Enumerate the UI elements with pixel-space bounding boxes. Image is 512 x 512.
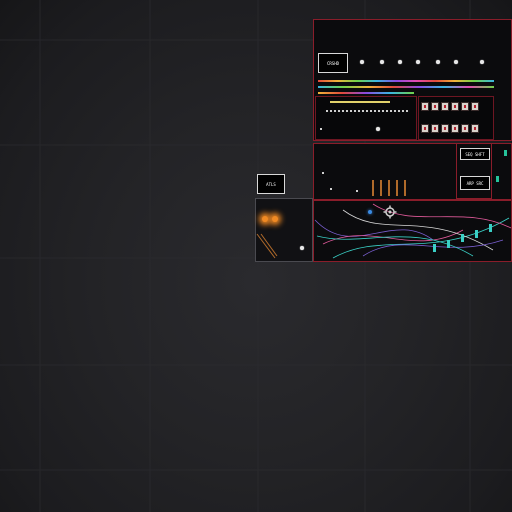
node-a: [322, 172, 324, 174]
glow-light-icon: [272, 216, 278, 222]
knob-3[interactable]: [398, 60, 402, 64]
submodule-node: [320, 128, 322, 130]
status-led-blue: [368, 210, 372, 214]
color-strip-row-3: [318, 92, 414, 94]
level-bar-5: [404, 180, 406, 196]
pad-3[interactable]: [441, 102, 449, 111]
knob-4[interactable]: [416, 60, 420, 64]
submodule-strip-a: [330, 101, 390, 103]
pad-1[interactable]: [421, 102, 429, 111]
pad-7[interactable]: [421, 124, 429, 133]
patch-cables: [314, 203, 512, 259]
node-c: [356, 190, 358, 192]
module-title-arp-src: ARP SRC: [460, 176, 490, 190]
submodule-knob[interactable]: [376, 127, 380, 131]
node-b: [330, 188, 332, 190]
knob-2[interactable]: [380, 60, 384, 64]
level-bar-2: [380, 180, 382, 196]
module-title-crshd: CRSHD: [318, 53, 348, 73]
pad-4[interactable]: [451, 102, 459, 111]
side-rack-ladder: [256, 233, 278, 259]
synth-submodule-left[interactable]: [315, 96, 417, 140]
knob-7[interactable]: [480, 60, 484, 64]
teal-fader-1[interactable]: [496, 176, 499, 182]
pad-9[interactable]: [441, 124, 449, 133]
teal-fader-2[interactable]: [504, 150, 507, 156]
pad-10[interactable]: [451, 124, 459, 133]
pad-6[interactable]: [471, 102, 479, 111]
side-rack-knob[interactable]: [300, 246, 304, 250]
gear-icon[interactable]: [383, 205, 397, 219]
module-title-atls: ATLS: [257, 174, 285, 194]
knob-6[interactable]: [454, 60, 458, 64]
pad-2[interactable]: [431, 102, 439, 111]
pad-11[interactable]: [461, 124, 469, 133]
color-strip-row-1: [318, 80, 494, 82]
knob-1[interactable]: [360, 60, 364, 64]
level-bar-4: [396, 180, 398, 196]
color-strip-row-2: [318, 86, 494, 88]
submodule-strip-b: [326, 110, 410, 112]
module-title-seq-shft: SEQ SHFT: [460, 148, 490, 160]
level-bar-1: [372, 180, 374, 196]
pad-12[interactable]: [471, 124, 479, 133]
level-bar-3: [388, 180, 390, 196]
pad-8[interactable]: [431, 124, 439, 133]
glow-light-icon: [262, 216, 268, 222]
knob-5[interactable]: [436, 60, 440, 64]
side-rack[interactable]: [255, 198, 313, 262]
pad-5[interactable]: [461, 102, 469, 111]
